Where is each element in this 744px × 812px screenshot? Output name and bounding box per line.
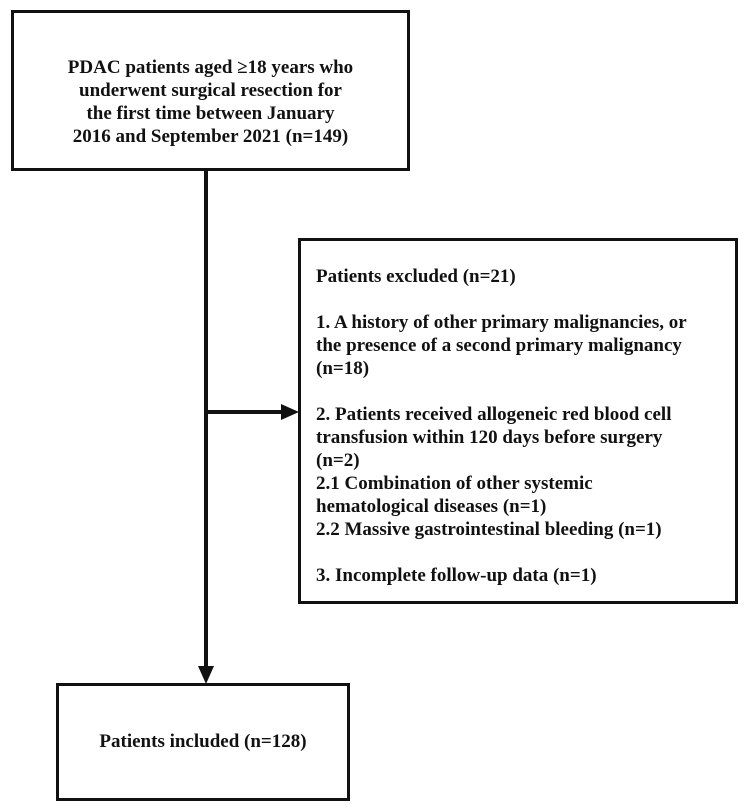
exclusion-item-1: (n=18) bbox=[316, 358, 370, 379]
exclusion-item-2: (n=2) bbox=[316, 450, 360, 471]
arrow-down-icon bbox=[198, 666, 214, 684]
included-patients-box: Patients included (n=128) bbox=[56, 683, 350, 801]
exclusion-item-1: 1. A history of other primary malignanci… bbox=[316, 312, 687, 333]
box-text-line: the first time between January bbox=[86, 103, 335, 124]
excluded-title: Patients excluded (n=21) bbox=[316, 266, 516, 287]
included-label: Patients included (n=128) bbox=[99, 731, 307, 752]
exclusion-item-1: the presence of a second primary maligna… bbox=[316, 335, 682, 356]
exclusion-item-2: 2. Patients received allogeneic red bloo… bbox=[316, 404, 672, 425]
exclusion-item-2-2: 2.2 Massive gastrointestinal bleeding (n… bbox=[316, 519, 662, 540]
exclusion-item-2: transfusion within 120 days before surge… bbox=[316, 427, 663, 448]
excluded-patients-box: Patients excluded (n=21) 1. A history of… bbox=[298, 238, 738, 604]
exclusion-item-2-1: hematological diseases (n=1) bbox=[316, 496, 547, 517]
box-text-line: underwent surgical resection for bbox=[79, 80, 342, 101]
exclusion-item-3: 3. Incomplete follow-up data (n=1) bbox=[316, 565, 597, 586]
exclusion-item-2-1: 2.1 Combination of other systemic bbox=[316, 473, 593, 494]
box-text-line: PDAC patients aged ≥18 years who bbox=[67, 57, 354, 78]
arrow-right-icon bbox=[281, 404, 299, 420]
enrolled-patients-box: PDAC patients aged ≥18 years who underwe… bbox=[11, 10, 410, 171]
box-text-line: 2016 and September 2021 (n=149) bbox=[72, 126, 349, 147]
main-flow-line bbox=[204, 171, 208, 667]
exclusion-branch-line bbox=[206, 410, 282, 414]
